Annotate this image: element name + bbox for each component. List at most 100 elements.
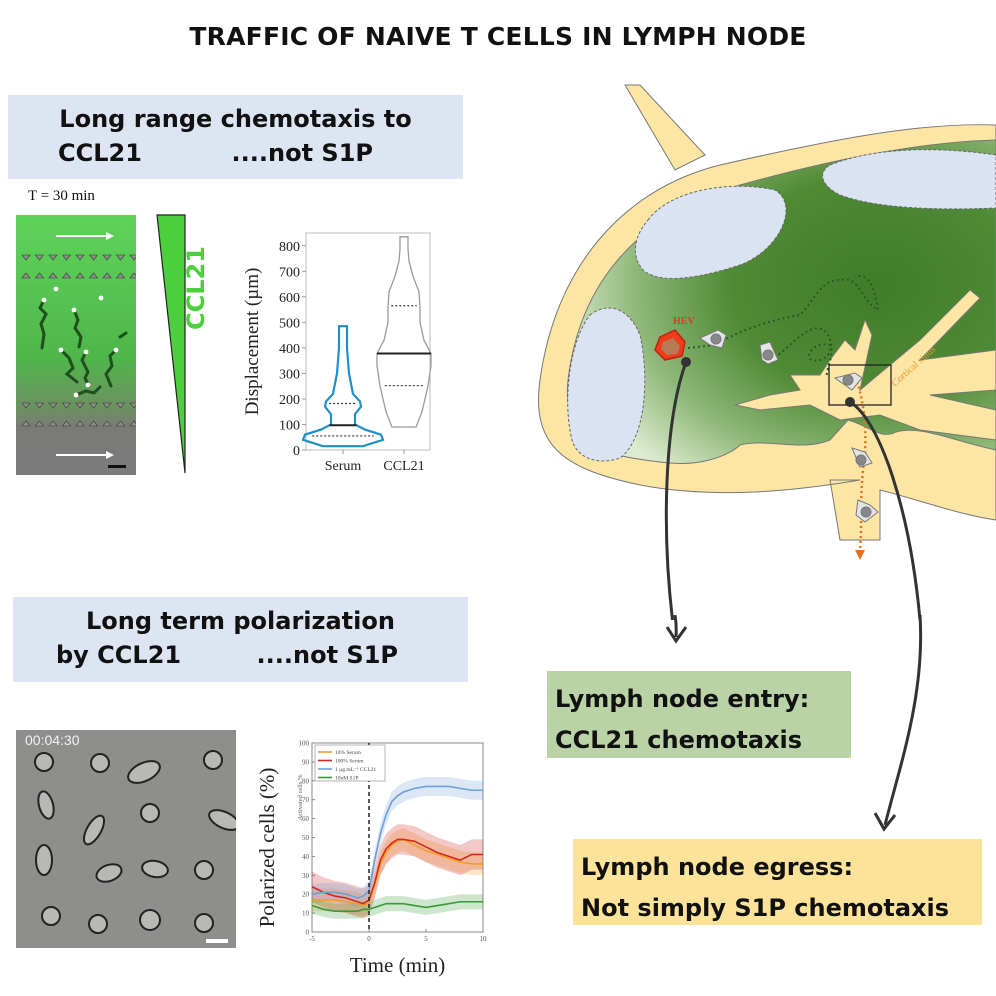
micropillar xyxy=(115,272,126,279)
lymph-node-diagram: HEV Cortical sinus xyxy=(538,84,996,620)
egress-arrowhead-icon xyxy=(873,812,897,832)
egress-arrow xyxy=(849,400,922,620)
micropillar xyxy=(48,420,58,427)
micropillar xyxy=(61,272,72,279)
y-tick-label: 0 xyxy=(293,444,300,459)
micropillar xyxy=(129,402,136,409)
scale-bar xyxy=(206,939,228,943)
micropillar xyxy=(75,420,85,427)
micropillar xyxy=(115,420,126,427)
micropillar xyxy=(88,402,99,409)
y-tick-label: 0 xyxy=(306,929,310,937)
micropillar xyxy=(102,254,112,261)
cell-field xyxy=(34,750,236,943)
legend-box xyxy=(314,744,386,782)
micropillar-rows xyxy=(21,254,136,427)
y-tick-label: 400 xyxy=(279,342,300,357)
x-tick-label: 10 xyxy=(480,935,488,943)
main-title: TRAFFIC OF NAIVE T CELLS IN LYMPH NODE xyxy=(189,22,807,51)
chemotaxis-heading: Long range chemotaxis to CCL21 ....not S… xyxy=(8,95,463,179)
y-tick-label: 500 xyxy=(279,316,300,331)
micropillar xyxy=(129,272,136,279)
y-tick-label: 100 xyxy=(299,740,310,748)
x-tick-label: Serum xyxy=(325,459,362,474)
entry-arrowhead-icon xyxy=(665,626,688,644)
y-axis-label: Polarized cells (%) xyxy=(255,768,279,928)
series-line xyxy=(311,838,483,905)
micropillar xyxy=(88,420,99,427)
y-tick-label: 600 xyxy=(279,291,300,306)
series-line xyxy=(311,900,483,913)
micropillar xyxy=(34,254,45,261)
polarization-heading-not-s1p: ....not S1P xyxy=(256,641,398,669)
brightfield-micrograph: 00:04:30 xyxy=(16,730,236,948)
micropillar xyxy=(21,254,31,261)
confidence-band xyxy=(312,894,483,919)
chemotaxis-micrograph xyxy=(16,215,136,475)
violin-ccl21 xyxy=(376,236,432,428)
micropillar xyxy=(21,402,31,409)
micropillar xyxy=(102,420,112,427)
x-tick-label: 5 xyxy=(424,935,428,943)
y-axis-label: Displacement (µm) xyxy=(242,268,263,416)
micropillar xyxy=(34,420,45,427)
connector-arrows xyxy=(665,615,923,832)
chemotaxis-heading-ccl21: CCL21 xyxy=(58,139,142,167)
x-tick-label: 0 xyxy=(367,935,371,943)
micropillar xyxy=(34,272,45,279)
confidence-band xyxy=(312,828,483,917)
legend-entry: 10% Serum xyxy=(335,750,362,756)
chemotaxis-heading-not-s1p: ....not S1P xyxy=(231,139,373,167)
afferent-lymphatic xyxy=(624,84,706,171)
series-line xyxy=(312,838,483,907)
scale-bar xyxy=(108,465,126,468)
micropillar xyxy=(88,272,99,279)
egress-summary-line1: Lymph node egress: xyxy=(581,853,854,881)
y-tick-label: 90 xyxy=(302,758,310,766)
series-line xyxy=(311,785,483,899)
inner-y-axis-label: Activated cells % xyxy=(297,774,304,820)
medullary-sinuses xyxy=(734,289,996,441)
micropillar xyxy=(34,402,45,409)
chemotaxis-heading-line1: Long range chemotaxis to xyxy=(59,105,412,133)
y-tick-label: 20 xyxy=(302,891,310,899)
micropillar xyxy=(48,254,58,261)
micropillar xyxy=(48,402,58,409)
micropillar xyxy=(61,420,72,427)
b-cell-follicles xyxy=(567,149,996,462)
micropillar xyxy=(102,272,112,279)
violin-serum xyxy=(301,325,385,448)
entry-arrow xyxy=(664,361,688,620)
micropillar xyxy=(115,254,126,261)
micropillar xyxy=(21,272,31,279)
zoom-box xyxy=(828,364,892,406)
micropillar xyxy=(75,254,85,261)
y-tick-label: 40 xyxy=(302,853,310,861)
plot-frame xyxy=(305,232,431,451)
micropillar xyxy=(61,402,72,409)
y-tick-label: 800 xyxy=(279,240,300,255)
hev-label: HEV xyxy=(673,316,695,327)
x-axis-label: Time (min) xyxy=(350,953,445,977)
micrograph-time-label: T = 30 min xyxy=(28,188,95,204)
micropillar xyxy=(88,254,99,261)
egress-summary-line2: Not simply S1P chemotaxis xyxy=(581,894,950,922)
polarization-heading-ccl21: by CCL21 xyxy=(56,641,182,669)
micropillar xyxy=(61,254,72,261)
legend-entry: 10nM S1P xyxy=(335,776,358,782)
y-tick-label: 200 xyxy=(279,393,300,408)
y-tick-label: 30 xyxy=(302,872,310,880)
y-tick-label: 700 xyxy=(279,265,300,280)
entry-summary-line1: Lymph node entry: xyxy=(555,685,810,713)
hev-icon xyxy=(654,329,686,361)
ccl21-gradient-wedge xyxy=(156,214,186,474)
y-tick-label: 10 xyxy=(302,910,310,918)
entry-summary-box: Lymph node entry: CCL21 chemotaxis xyxy=(547,671,851,758)
y-tick-label: 100 xyxy=(279,418,300,433)
confidence-band xyxy=(312,824,483,919)
t-cell-migration-track xyxy=(687,275,880,379)
x-tick-label: CCL21 xyxy=(383,459,424,474)
micropillar xyxy=(21,420,31,427)
